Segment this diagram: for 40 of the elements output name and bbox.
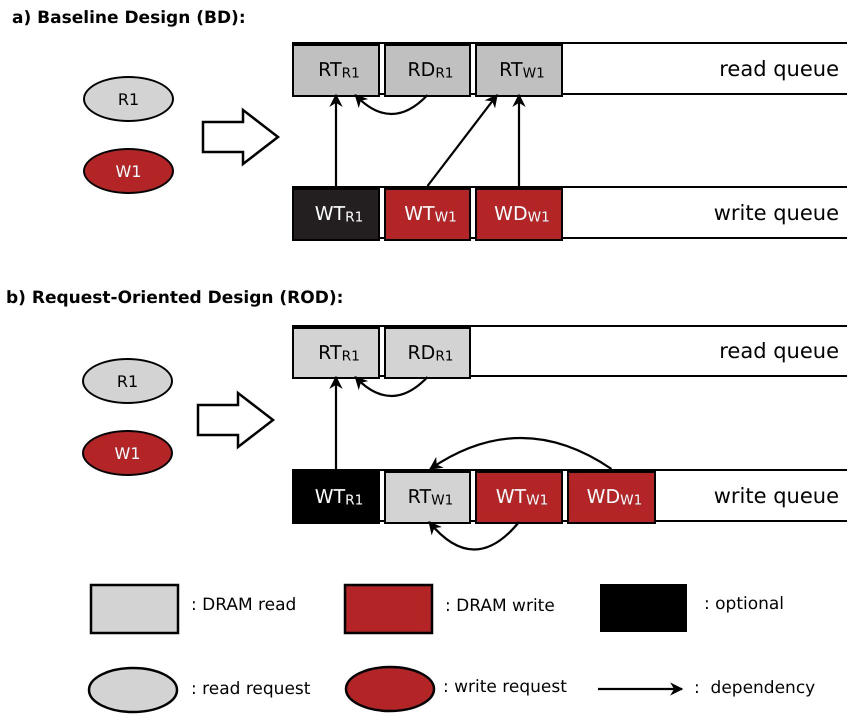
dependency-arrow xyxy=(354,94,428,116)
queue-entry: RT$_{R1}$ xyxy=(292,44,380,97)
dependency-arrow xyxy=(354,376,428,398)
dependency-arrow xyxy=(512,94,526,186)
dependency-arrow xyxy=(329,94,343,186)
queue-entry: WT$_{W1}$ xyxy=(384,188,471,241)
legend-text: : optional xyxy=(704,594,784,614)
queue-label: read queue xyxy=(719,56,839,80)
queue-entry: RT$_{W1}$ xyxy=(475,44,563,97)
queue-entry: WT$_{W1}$ xyxy=(475,471,563,524)
dependency-arrow xyxy=(428,521,520,551)
queue-entry: WT$_{R1}$ xyxy=(292,471,380,524)
request-ellipse: R1 xyxy=(82,358,173,404)
dependency-arrow xyxy=(426,94,498,187)
queue-entry: RT$_{R1}$ xyxy=(292,327,380,379)
request-ellipse: W1 xyxy=(83,148,174,194)
queue-label: read queue xyxy=(719,339,839,363)
legend-text: : dependency xyxy=(694,678,816,698)
dependency-arrow xyxy=(429,436,612,470)
legend-text: : write request xyxy=(443,677,567,697)
legend-text: : DRAM write xyxy=(445,596,555,616)
legend-text: : read request xyxy=(191,679,310,699)
dependency-arrow xyxy=(329,376,343,469)
queue-entry: WD$_{W1}$ xyxy=(567,471,656,524)
queue-band xyxy=(292,42,847,95)
request-ellipse: R1 xyxy=(83,76,174,122)
queue-band xyxy=(292,469,847,522)
queue-band xyxy=(292,325,847,377)
legend-text: : DRAM read xyxy=(191,595,296,615)
section-heading: a) Baseline Design (BD): xyxy=(12,8,246,28)
request-ellipse: W1 xyxy=(82,430,173,476)
queue-entry: WD$_{W1}$ xyxy=(475,188,563,241)
queue-label: write queue xyxy=(714,484,839,508)
queue-entry: RD$_{R1}$ xyxy=(384,327,471,379)
queue-entry: RT$_{W1}$ xyxy=(384,471,471,524)
section-heading: b) Request-Oriented Design (ROD): xyxy=(6,288,344,308)
queue-label: write queue xyxy=(714,200,839,224)
queue-entry: WT$_{R1}$ xyxy=(292,188,380,241)
queue-entry: RD$_{R1}$ xyxy=(384,44,471,97)
queue-band xyxy=(292,186,847,239)
